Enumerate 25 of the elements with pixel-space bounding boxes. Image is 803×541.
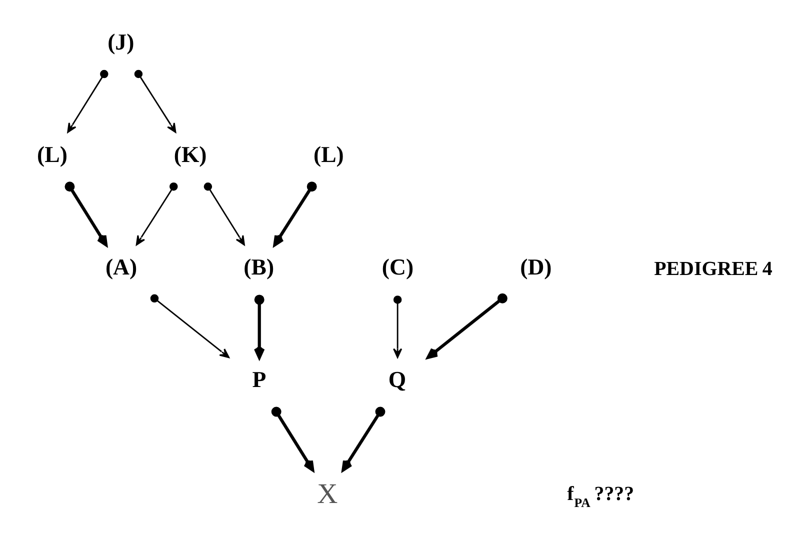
node-text: (A) [105,254,138,280]
arrow [64,182,108,246]
arrow [273,182,317,246]
node-text: (L) [37,142,68,167]
node-text: Q [388,367,406,392]
node-text: P [252,367,266,392]
label: PEDIGREE 4 [654,258,772,280]
arrow [204,182,245,246]
arrow [134,70,176,133]
arrow [342,406,386,472]
arrow [271,406,314,472]
node-text: (L) [314,142,344,167]
arrow [426,293,508,359]
arrow [150,294,230,358]
arrow [393,296,402,358]
node-text: (B) [244,254,274,280]
node-text: (J) [108,29,134,54]
arrow [67,70,108,133]
arrow [254,294,265,359]
node-text: (D) [520,254,552,280]
node-text: (K) [174,142,207,167]
label: f$_{PA}$ ???? [567,483,634,510]
node-text: (C) [382,254,414,280]
arrow [136,182,178,246]
node-text: X [317,478,338,510]
